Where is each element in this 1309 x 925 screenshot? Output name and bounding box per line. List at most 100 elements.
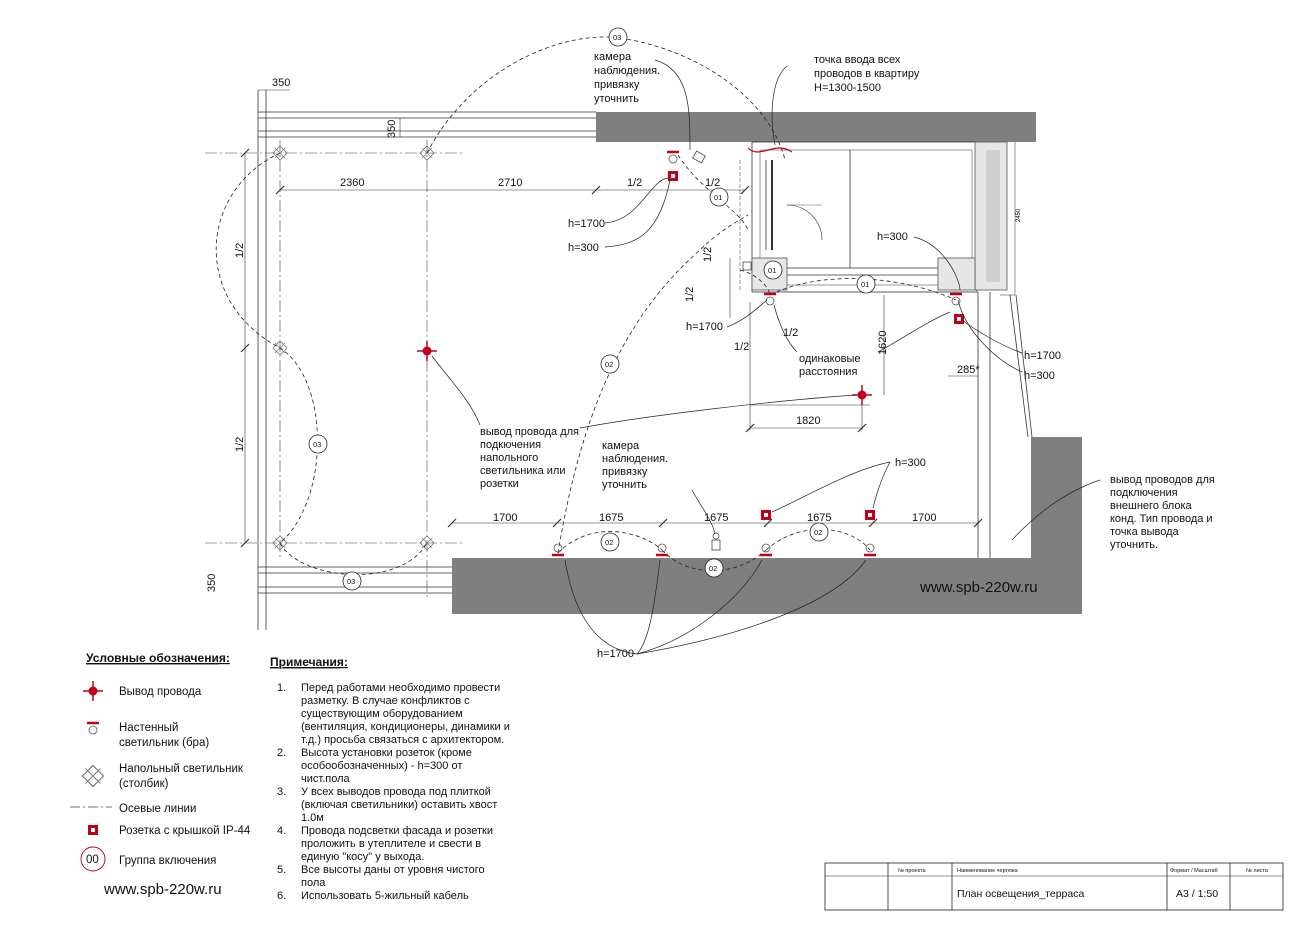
svg-text:проводов в квартиру: проводов в квартиру xyxy=(814,68,920,80)
title-drawing-name: План освещения_терраса xyxy=(957,888,1084,900)
ext-unit-note: вывод проводов для подключения внешнего … xyxy=(1110,474,1215,551)
group-02-a: 02 xyxy=(605,360,613,369)
legend: Условные обозначения: Вывод провода Наст… xyxy=(70,651,251,898)
svg-text:1.: 1. xyxy=(277,682,286,694)
svg-text:проложить в утеплителе и свест: проложить в утеплителе и свести в xyxy=(301,838,481,850)
svg-text:светильника или: светильника или xyxy=(480,465,565,477)
svg-text:6.: 6. xyxy=(277,890,286,902)
group-02-b: 02 xyxy=(605,538,613,547)
dim-bottom-1675-c: 1675 xyxy=(807,512,831,524)
legend-wire-label: Вывод провода xyxy=(119,686,202,698)
legend-group-code: 00 xyxy=(86,854,99,866)
svg-text:(включая светильники) оставить: (включая светильники) оставить хвост xyxy=(301,799,497,811)
dim-bottom-1700-a: 1700 xyxy=(493,512,517,524)
legend-socket-label: Розетка с крышкой IP-44 xyxy=(119,825,251,837)
legend-wall-light-symbol xyxy=(85,721,101,736)
title-sheet-label: № листа xyxy=(1246,868,1269,874)
group-01-b: 01 xyxy=(768,266,776,275)
svg-text:подкючения: подкючения xyxy=(480,439,541,451)
bottom-wall xyxy=(452,558,1082,614)
svg-text:уточнить.: уточнить. xyxy=(1110,539,1158,551)
dim-285: 285* xyxy=(957,364,980,376)
dim-350-bottom: 350 xyxy=(206,574,218,592)
right-wall xyxy=(1031,437,1082,558)
svg-text:существующим оборудованием: существующим оборудованием xyxy=(301,708,463,720)
svg-text:чист.пола: чист.пола xyxy=(301,773,351,785)
svg-text:т.д.) просьба связаться с архи: т.д.) просьба связаться с архитектором. xyxy=(301,734,504,746)
dim-half-r4: 1/2 xyxy=(734,341,749,353)
top-wall xyxy=(596,112,1036,142)
notes: Примечания: 1. Перед работами необходимо… xyxy=(270,655,510,902)
wall-lights xyxy=(550,150,964,557)
group-03-bottom: 03 xyxy=(347,577,355,586)
svg-text:точка вывода: точка вывода xyxy=(1110,526,1180,538)
svg-text:Все высоты даны от уровня чист: Все высоты даны от уровня чистого xyxy=(301,864,485,876)
svg-text:5.: 5. xyxy=(277,864,286,876)
svg-text:Провода подсветки фасада и ро: Провода подсветки фасада и розетки xyxy=(301,825,493,837)
railings xyxy=(257,90,596,630)
cameras xyxy=(692,150,721,551)
h1700-label-c: h=1700 xyxy=(1024,350,1061,362)
dim-half-r1: 1/2 xyxy=(702,247,714,262)
svg-text:напольного: напольного xyxy=(480,452,538,464)
h1700-label-b: h=1700 xyxy=(686,321,723,333)
h300-label-c: h=300 xyxy=(1024,370,1055,382)
svg-text:подключения: подключения xyxy=(1110,487,1178,499)
legend-group-label: Группа включения xyxy=(119,855,216,867)
floor-lights xyxy=(272,145,435,551)
svg-text:2.: 2. xyxy=(277,747,286,759)
svg-text:H=1300-1500: H=1300-1500 xyxy=(814,82,881,94)
svg-text:вывод проводов для: вывод проводов для xyxy=(1110,474,1215,486)
dim-half-left-1: 1/2 xyxy=(234,243,246,258)
legend-floor-light-label-1: Напольный светильник xyxy=(119,763,244,775)
h300-label-d: h=300 xyxy=(895,457,926,469)
svg-text:наблюдения.: наблюдения. xyxy=(602,453,668,465)
svg-text:точка ввода всех: точка ввода всех xyxy=(814,54,901,66)
legend-wall-light-label-2: светильник (бра) xyxy=(119,737,209,749)
svg-text:1.0м: 1.0м xyxy=(301,812,324,824)
watermark: www.spb-220w.ru xyxy=(919,579,1038,596)
dim-350-vertical: 350 xyxy=(386,120,398,138)
dim-2450: 2450 xyxy=(1016,208,1022,222)
svg-text:вывод провода для: вывод провода для xyxy=(480,426,579,438)
group-01-a: 01 xyxy=(714,193,722,202)
notes-title: Примечания: xyxy=(270,655,348,669)
group-03-left: 03 xyxy=(313,440,321,449)
svg-text:одинаковые: одинаковые xyxy=(799,353,861,365)
title-format-value: А3 / 1:50 xyxy=(1176,888,1218,900)
svg-text:наблюдения.: наблюдения. xyxy=(594,65,660,77)
legend-floor-light-symbol xyxy=(81,764,105,788)
h300-label-b: h=300 xyxy=(877,231,908,243)
leader-lines xyxy=(431,59,1101,655)
dim-350-top: 350 xyxy=(272,77,290,89)
group-01-c: 01 xyxy=(861,280,869,289)
interior-room xyxy=(739,141,1033,558)
svg-text:пола: пола xyxy=(301,877,326,889)
dim-1620: 1620 xyxy=(877,331,889,355)
wire-outlet-note: вывод провода для подкючения напольного … xyxy=(480,426,579,490)
dim-1820: 1820 xyxy=(796,415,820,427)
axis-lines xyxy=(205,140,465,600)
svg-text:расстояния: расстояния xyxy=(799,366,857,378)
h1700-label-a: h=1700 xyxy=(568,218,605,230)
title-block xyxy=(824,862,1284,911)
dim-bottom-1700-b: 1700 xyxy=(912,512,936,524)
title-format-label: Формат / Масштаб xyxy=(1170,868,1218,874)
svg-text:4.: 4. xyxy=(277,825,286,837)
title-project-label: № проекта xyxy=(898,868,927,874)
camera-top-note: камера наблюдения. привязку уточнить xyxy=(594,51,660,105)
dim-bottom-1675-b: 1675 xyxy=(704,512,728,524)
group-labels: 03 03 03 01 01 01 02 02 02 02 xyxy=(308,27,876,591)
dim-half-left-2: 1/2 xyxy=(234,437,246,452)
svg-text:уточнить: уточнить xyxy=(594,93,639,105)
svg-text:уточнить: уточнить xyxy=(602,479,647,491)
legend-wall-light-label-1: Настенный xyxy=(119,722,178,734)
dim-half-top-2: 1/2 xyxy=(705,177,720,189)
h300-label-a: h=300 xyxy=(568,242,599,254)
svg-text:Перед работами необходимо пров: Перед работами необходимо провести xyxy=(301,682,500,694)
svg-text:Высота установки розеток (кром: Высота установки розеток (кроме xyxy=(301,747,472,759)
dim-half-r3: 1/2 xyxy=(783,327,798,339)
dim-2710: 2710 xyxy=(498,177,522,189)
entry-point-symbol xyxy=(742,147,793,271)
